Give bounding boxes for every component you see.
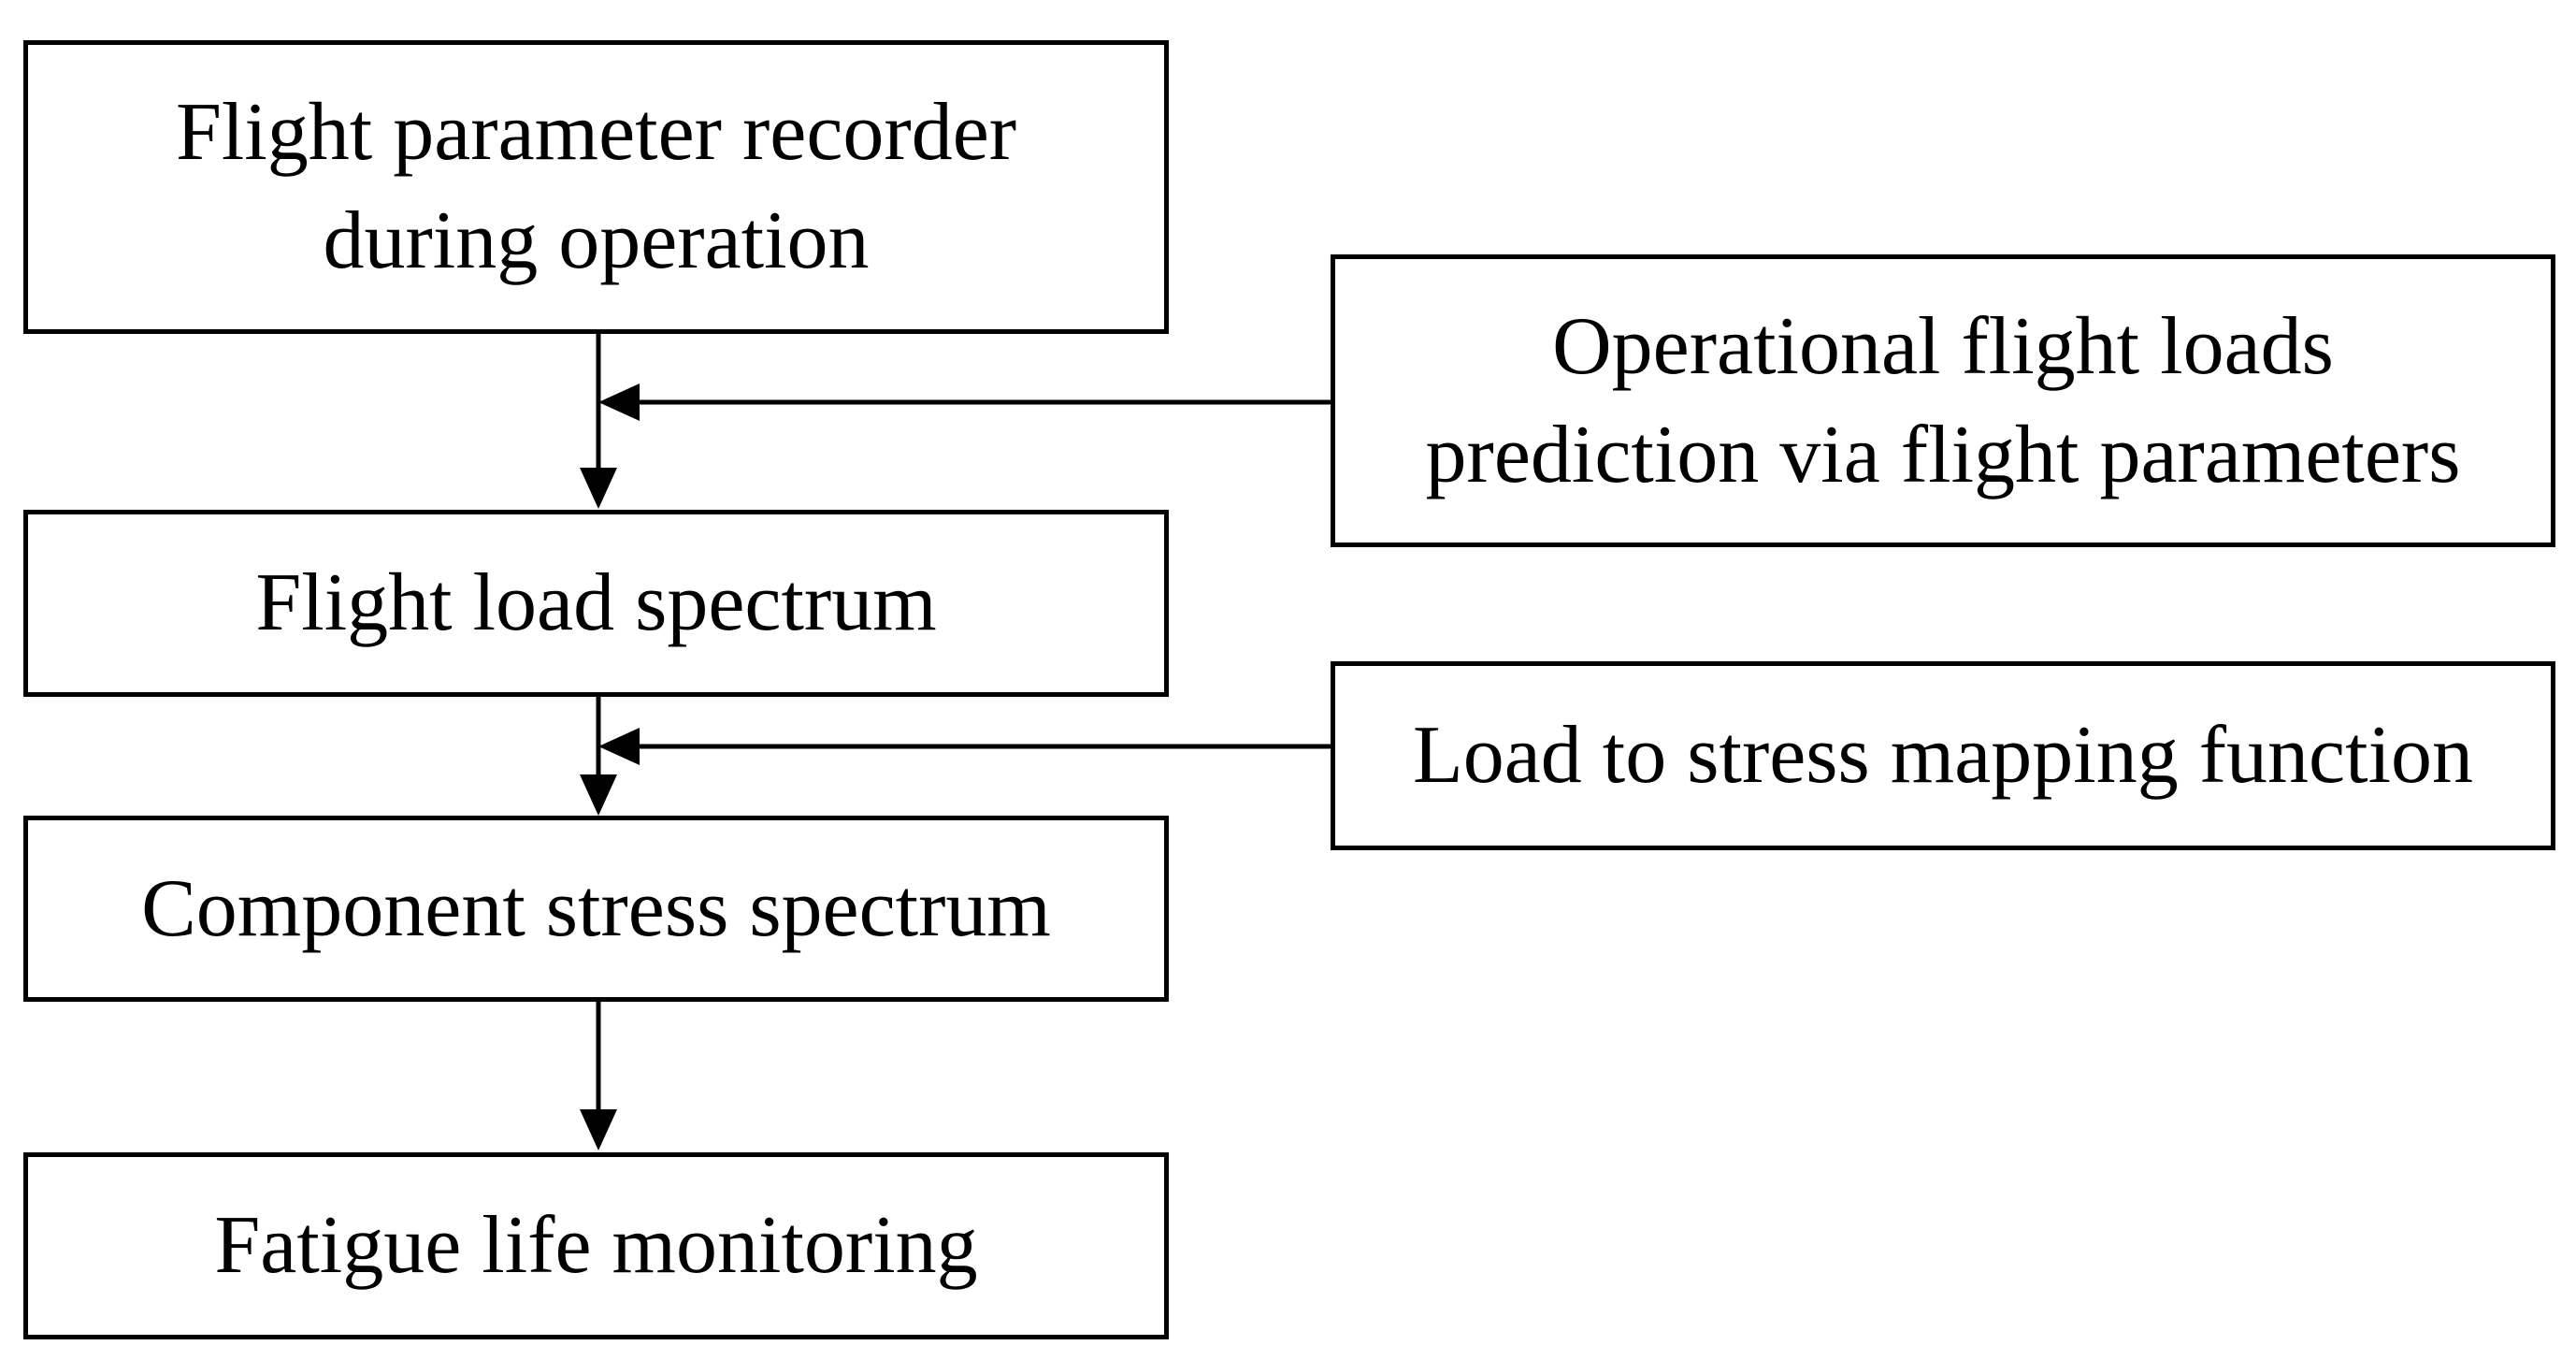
flight-parameter-recorder-line-1: Flight parameter recorder	[175, 87, 1017, 178]
arrow-load-to-stress-spectrum-head	[580, 774, 617, 816]
operational-loads-prediction-line-2: prediction via flight parameters	[1425, 409, 2461, 500]
operational-loads-prediction-box: Operational flight loads prediction via …	[1331, 254, 2555, 547]
component-stress-spectrum-label: Component stress spectrum	[141, 862, 1051, 954]
fatigue-life-monitoring-box: Fatigue life monitoring	[23, 1152, 1169, 1339]
operational-loads-prediction-line-1: Operational flight loads	[1552, 300, 2334, 392]
fatigue-life-monitoring-label: Fatigue life monitoring	[214, 1200, 978, 1291]
arrow-stress-to-fatigue-head	[580, 1109, 617, 1150]
load-to-stress-mapping-box: Load to stress mapping function	[1331, 661, 2555, 850]
load-to-stress-mapping-label: Load to stress mapping function	[1412, 710, 2474, 801]
flight-parameter-recorder-box: Flight parameter recorder during operati…	[23, 40, 1169, 334]
arrow-loads-prediction-head	[598, 383, 640, 421]
arrow-mapping-head	[598, 728, 640, 765]
component-stress-spectrum-box: Component stress spectrum	[23, 816, 1169, 1002]
flight-load-spectrum-label: Flight load spectrum	[255, 557, 937, 648]
arrow-recorder-to-load-spectrum-head	[580, 468, 617, 509]
flight-parameter-recorder-line-2: during operation	[323, 195, 870, 286]
flight-load-spectrum-box: Flight load spectrum	[23, 510, 1169, 697]
